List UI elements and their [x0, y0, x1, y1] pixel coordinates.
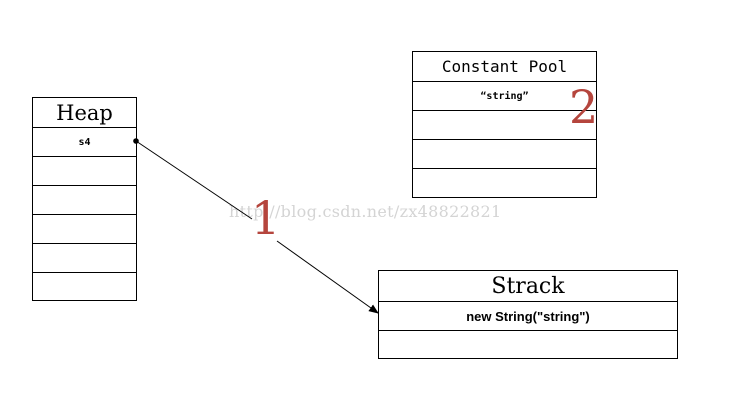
constant-pool-cell-4 — [413, 168, 596, 198]
constant-pool-cell-2 — [413, 110, 596, 139]
heap-cell-3 — [33, 185, 136, 214]
heap-cell-4 — [33, 214, 136, 243]
arrow-segment-1 — [135, 140, 253, 220]
watermark-text: http://blog.csdn.net/zx48822821 — [229, 202, 502, 221]
heap-cell-2 — [33, 156, 136, 185]
heap-title: Heap — [56, 100, 113, 125]
constant-pool-title: Constant Pool — [441, 57, 568, 76]
constant-pool-box: Constant Pool “string” — [412, 51, 597, 198]
arrow-segment-2 — [276, 240, 379, 314]
step-2-label: 2 — [569, 80, 599, 134]
heap-cell-1: s4 — [33, 127, 136, 156]
step-1-label: 1 — [251, 191, 281, 245]
strack-title: Strack — [491, 273, 565, 299]
heap-cell-6 — [33, 272, 136, 301]
constant-pool-cell-1: “string” — [413, 81, 596, 110]
strack-cell-2 — [379, 330, 677, 359]
constant-pool-cell-3 — [413, 139, 596, 168]
heap-box: Heap s4 — [32, 97, 137, 301]
strack-box: Strack new String("string") — [378, 270, 678, 359]
heap-cell-5 — [33, 243, 136, 272]
strack-cell-1: new String("string") — [379, 301, 677, 330]
